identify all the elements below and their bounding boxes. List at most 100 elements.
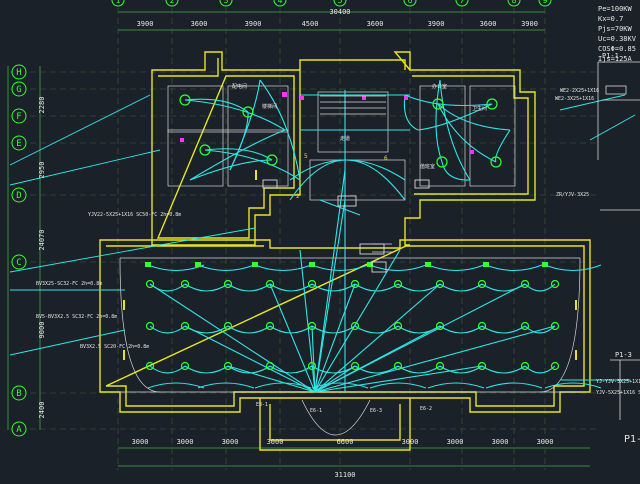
leader-lines	[9, 94, 636, 381]
feeder-cable-label: YJ-YJV-5X25+1X16 SC	[596, 379, 640, 385]
column-grid-label: 1	[116, 0, 121, 5]
column-grid-bubble	[111, 0, 125, 7]
top-dimension-value: 4500	[302, 20, 319, 28]
circuit-arc	[259, 79, 301, 181]
panel-label: P1-	[624, 434, 640, 445]
downlight	[435, 279, 445, 289]
column-grid-label: 4	[278, 0, 283, 5]
bottom-dimension-value: 3000	[447, 438, 464, 446]
left-dimension-value: 24070	[38, 229, 46, 250]
circuit-mark: 5	[304, 153, 308, 160]
circuit-arc	[354, 283, 399, 292]
feeder-cable-label: BV3X2.5 SC20-FC 2h=0.8m	[80, 344, 149, 350]
row-grid-label: F	[16, 112, 21, 122]
downlight	[307, 321, 317, 331]
downlight	[180, 321, 190, 331]
top-total-dimension: 30400	[329, 8, 350, 16]
bottom-dimension-value: 3000	[267, 438, 284, 446]
home-run	[269, 283, 316, 393]
green-fixtures	[179, 94, 502, 168]
downlight	[307, 361, 317, 371]
column-grid-label: 5	[338, 0, 343, 5]
top-dimension-value: 3900	[428, 20, 445, 28]
load-parameter: Uc=0.38KV	[598, 35, 637, 43]
top-dimension-value: 3600	[480, 20, 497, 28]
room-label: 值班室	[420, 163, 435, 170]
left-dimension-value: 9000	[38, 322, 46, 339]
row-grid-label: E	[16, 139, 21, 149]
column-grid-bubble	[165, 0, 179, 7]
circuit-arc	[437, 103, 511, 131]
riser	[319, 199, 361, 216]
load-parameter: Pe=100KW	[598, 5, 633, 13]
room-label: 卫生间	[472, 105, 487, 112]
panel-label: P1-1	[602, 52, 619, 60]
column-grid-label: 6	[408, 0, 413, 5]
circuit-arc	[441, 161, 471, 181]
downlight	[145, 279, 155, 289]
circuit-arc	[311, 283, 356, 292]
downlight	[520, 361, 530, 371]
home-run	[314, 249, 401, 393]
bottom-dimension-value: 3000	[222, 438, 239, 446]
row-grid-label: B	[16, 389, 21, 399]
row-grid-bubble	[11, 108, 27, 124]
downlight	[350, 321, 360, 331]
column-grid-bubble	[507, 0, 521, 7]
row-grid-bubble	[11, 81, 27, 97]
home-run	[314, 365, 356, 393]
home-run	[314, 283, 441, 393]
circuit-arc	[184, 283, 229, 292]
bottom-dimension-value: 3000	[492, 438, 509, 446]
row-grid-label: H	[16, 68, 21, 78]
home-run	[314, 199, 346, 393]
room-label: 走道	[340, 135, 350, 142]
circuit-arc	[435, 79, 443, 163]
feeder-cable-label: WE2-2X25+1X16	[560, 88, 599, 94]
wall-fixtures	[123, 170, 577, 360]
column-grid-bubble	[333, 0, 347, 7]
downlight	[180, 361, 190, 371]
emergency-light	[483, 262, 489, 267]
device-label: E6-3	[370, 408, 382, 414]
circuit-arc	[184, 365, 229, 374]
row-grid-label: D	[16, 191, 21, 201]
row-grid-bubble	[11, 135, 27, 151]
column-grid-bubble	[219, 0, 233, 7]
circuit-arc	[189, 159, 273, 181]
home-run	[227, 365, 316, 393]
device-label: E6-1	[310, 408, 322, 414]
column-grid-bubble	[273, 0, 287, 7]
downlight	[145, 361, 155, 371]
emergency-light	[542, 262, 548, 267]
circuit-arc	[437, 103, 497, 163]
circuit-arc	[369, 264, 427, 272]
room-label: 楼梯间	[262, 103, 277, 110]
interior-walls	[119, 85, 581, 436]
device-label: E6-2	[420, 406, 432, 412]
top-dimension-line	[118, 11, 545, 31]
emergency-light	[195, 262, 201, 267]
emergency-light	[367, 262, 373, 267]
downlight	[223, 279, 233, 289]
row-grid-label: C	[16, 258, 21, 268]
room-label: 配电间	[232, 83, 247, 90]
circuit-arc	[427, 382, 485, 389]
circuit-arc	[184, 99, 286, 131]
circuit-arc	[369, 382, 427, 389]
circuit-mark: 6	[384, 155, 388, 162]
circuit-mark: 2	[296, 193, 300, 200]
device-label: E8-1	[256, 402, 268, 408]
bottom-dimension-value: 3000	[537, 438, 554, 446]
feeder-cable-label: BV3X25-SC32-FC 2h=0.8m	[36, 281, 102, 287]
home-run	[314, 325, 441, 393]
downlight	[393, 279, 403, 289]
circuit-arc	[204, 149, 301, 181]
downlight	[307, 279, 317, 289]
left-dimension-value: 2280	[38, 97, 46, 114]
downlight	[477, 321, 487, 331]
circuit-arc	[254, 264, 312, 272]
circuit-arc	[495, 129, 511, 163]
downlight	[145, 321, 155, 331]
